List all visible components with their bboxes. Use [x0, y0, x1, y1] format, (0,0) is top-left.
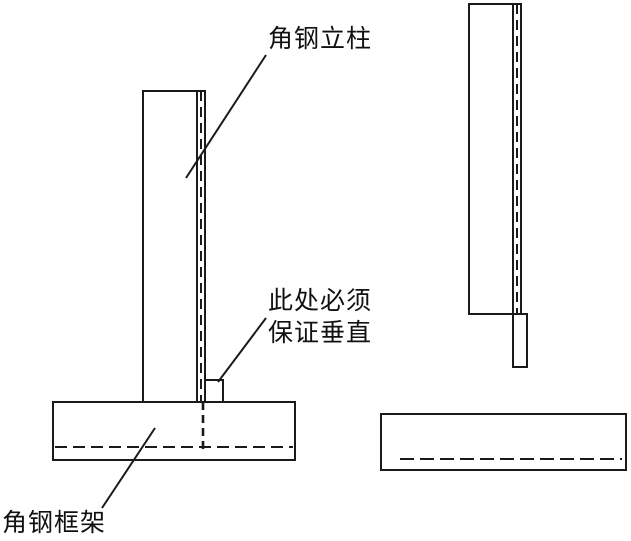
vertical-note-leader: [217, 317, 267, 383]
angle-post: [142, 90, 206, 403]
separated-post-extension: [512, 313, 528, 368]
label-angle-post: 角钢立柱: [268, 24, 373, 53]
label-must-be-vertical-line2: 保证垂直: [268, 318, 373, 347]
label-angle-frame: 角钢框架: [2, 508, 107, 537]
angle-frame-leader: [101, 427, 156, 509]
separated-angle-frame: [380, 413, 627, 471]
separated-angle-post: [468, 3, 528, 368]
weld-detail: [204, 379, 224, 403]
angle-post-leader: [185, 54, 267, 179]
angle-frame: [52, 401, 296, 461]
label-must-be-vertical-line1: 此处必须: [268, 286, 373, 315]
